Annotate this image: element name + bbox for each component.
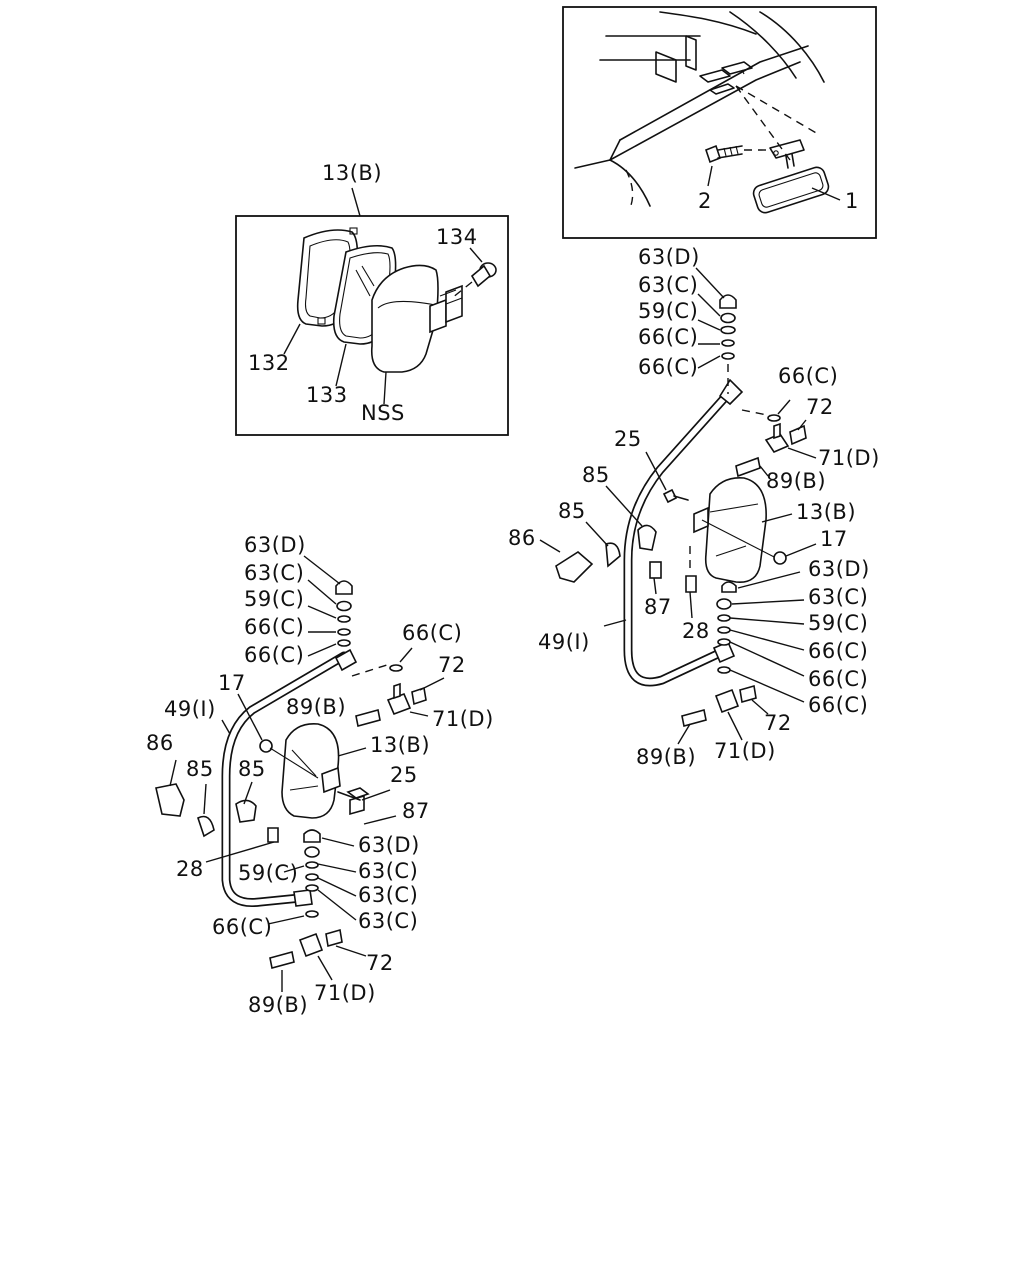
- callout-label: 59(C): [638, 299, 698, 323]
- callout-label: 89(B): [766, 469, 826, 493]
- callout-label: 28: [176, 857, 204, 881]
- callout-label: 28: [682, 619, 710, 643]
- callout-label: 63(C): [638, 273, 698, 297]
- callout-label: 17: [820, 527, 848, 551]
- callout-label: 85: [582, 463, 610, 487]
- callout-label: 71(D): [314, 981, 376, 1005]
- callout-label: 63(D): [244, 533, 306, 557]
- left-stack-top: [335, 580, 353, 647]
- callout-label: 132: [248, 351, 290, 375]
- callout-label: 134: [436, 225, 478, 249]
- callout-label: 87: [402, 799, 430, 823]
- callout-label: 89(B): [636, 745, 696, 769]
- callout-label: 66(C): [244, 643, 304, 667]
- callout-label: 66(C): [638, 325, 698, 349]
- callout-label: 13(B): [796, 500, 856, 524]
- callout-label: 71(D): [818, 446, 880, 470]
- right-clamp-upper: [735, 409, 807, 478]
- callout-label: 63(C): [358, 883, 418, 907]
- callout-label: 63(C): [244, 561, 304, 585]
- callout-label: 49(I): [164, 697, 216, 721]
- callout-label: 63(C): [358, 909, 418, 933]
- left-small-parts: [155, 783, 370, 843]
- inset-interior-mirror: 2 1: [562, 6, 877, 239]
- callout-label: 59(C): [808, 611, 868, 635]
- callout-label: 66(C): [778, 364, 838, 388]
- callout-label: 66(C): [808, 667, 868, 691]
- rear-view-mirror-part: [752, 139, 830, 214]
- callout-label: 85: [186, 757, 214, 781]
- callout-label: 63(D): [808, 557, 870, 581]
- callout-label: 133: [306, 383, 348, 407]
- mirror-housing-part-nss: [370, 264, 463, 373]
- inset-mirror-head: 13(B) 134 132: [235, 161, 509, 436]
- callout-label: 25: [614, 427, 642, 451]
- left-stay-tube-49: [221, 648, 358, 908]
- right-mirror-assembly: 63(D) 63(C) 59(C) 66(C) 66(C) 66(C) 72 7…: [508, 245, 880, 769]
- callout-label: 66(C): [638, 355, 698, 379]
- callout-label: 2: [698, 189, 712, 213]
- left-clamp-upper: [351, 663, 427, 727]
- right-leader-lines: [539, 267, 817, 745]
- callout-label: 66(C): [402, 621, 462, 645]
- callout-label: 59(C): [238, 861, 298, 885]
- callout-label: 63(C): [808, 585, 868, 609]
- left-stack-bottom: [269, 846, 343, 969]
- callout-label: 85: [238, 757, 266, 781]
- roof-structure-drawing: [574, 11, 825, 209]
- callout-label: 25: [390, 763, 418, 787]
- right-stack-top: [719, 294, 737, 394]
- callout-label: 49(I): [538, 630, 590, 654]
- right-small-parts: [555, 488, 737, 593]
- left-leader-lines: [169, 555, 445, 992]
- callout-label: 17: [218, 671, 246, 695]
- callout-label: 72: [806, 395, 834, 419]
- callout-label: 71(D): [714, 739, 776, 763]
- callout-label: 89(B): [286, 695, 346, 719]
- callout-label: 63(D): [358, 833, 420, 857]
- callout-label: 63(C): [358, 859, 418, 883]
- callout-label: 85: [558, 499, 586, 523]
- callout-label: 72: [438, 653, 466, 677]
- screw-part: [705, 144, 768, 164]
- callout-label: 63(D): [638, 245, 700, 269]
- inset-title: 13(B): [322, 161, 382, 185]
- callout-label: 86: [146, 731, 174, 755]
- callout-label: 66(C): [212, 915, 272, 939]
- right-stay-tube-49: [623, 378, 744, 687]
- callout-label: 89(B): [248, 993, 308, 1017]
- callout-label: 13(B): [370, 733, 430, 757]
- callout-label: 86: [508, 526, 536, 550]
- right-stack-bottom: [681, 598, 757, 727]
- callout-label: 66(C): [808, 693, 868, 717]
- callout-label: 1: [845, 189, 859, 213]
- callout-label: 87: [644, 595, 672, 619]
- right-mirror-head-13b: [693, 477, 787, 583]
- callout-label: 71(D): [432, 707, 494, 731]
- callout-label: 72: [366, 951, 394, 975]
- bolt-part-134: [451, 262, 497, 299]
- left-mirror-assembly: 63(D) 63(C) 59(C) 66(C) 66(C) 66(C) 72 1…: [146, 533, 494, 1017]
- callout-label: NSS: [361, 401, 405, 425]
- callout-label: 59(C): [244, 587, 304, 611]
- callout-label: 66(C): [244, 615, 304, 639]
- callout-label: 72: [764, 711, 792, 735]
- left-mirror-head-13b: [259, 723, 341, 819]
- callout-label: 66(C): [808, 639, 868, 663]
